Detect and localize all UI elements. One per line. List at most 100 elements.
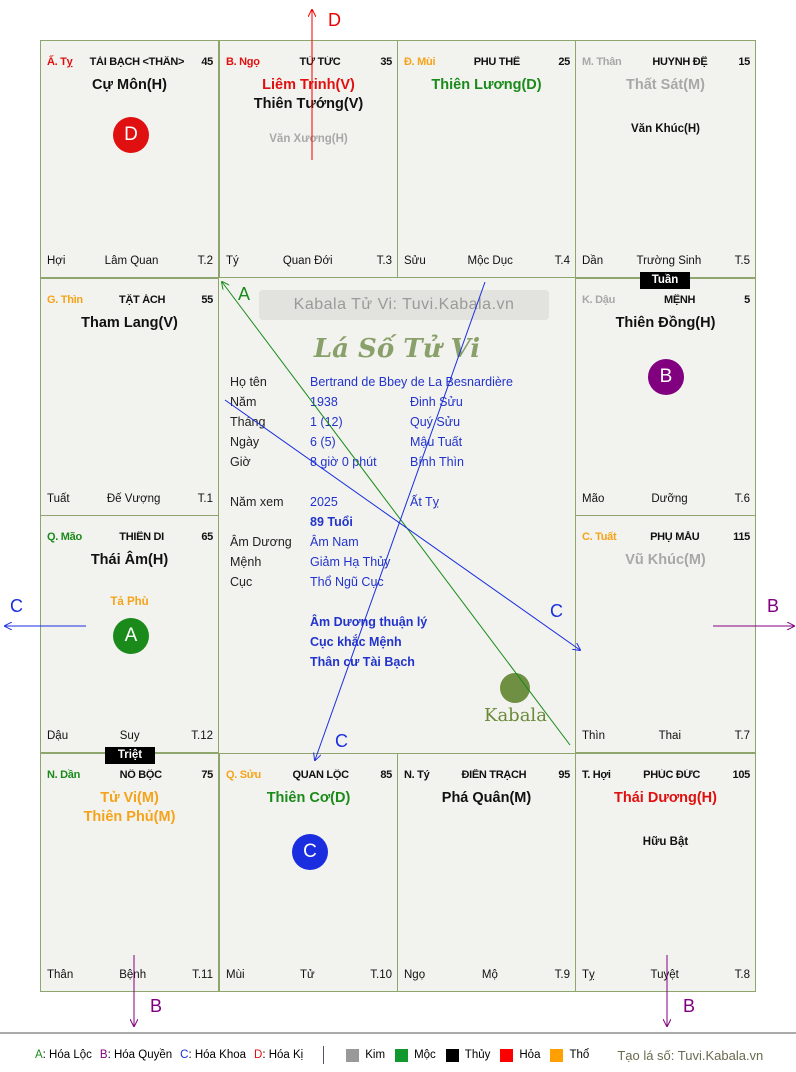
life-stage: Đế Vượng: [106, 493, 161, 505]
palace-name: TÀI BẠCH <THÂN>: [89, 56, 185, 68]
element-label: Thủy: [464, 1049, 491, 1061]
element-swatch: [550, 1048, 564, 1062]
info-label: Âm Dương: [230, 535, 292, 549]
watermark: Kabala Tử Vi: Tuvi.Kabala.vn: [259, 290, 549, 320]
life-stage: Dưỡng: [651, 493, 688, 505]
note: Thân cư Tài Bạch: [310, 655, 415, 669]
minor-star: Tả Phù: [110, 596, 149, 608]
tag-tuan: Tuần: [640, 272, 690, 289]
heavenly-stem: T. Hợi: [582, 769, 611, 781]
info-value-2: Ất Tỵ: [410, 495, 439, 509]
element-label: Thổ: [569, 1049, 590, 1061]
palace-name: PHỤ MẪU: [650, 531, 700, 543]
main-star: Thiên Phủ(M): [83, 809, 176, 825]
heavenly-stem: Đ. Mùi: [404, 56, 436, 68]
transform-badge-d: D: [113, 117, 149, 153]
main-stars: Thiên Lương(D): [398, 76, 575, 95]
legend-key: A: [35, 1049, 43, 1061]
info-value: 1938: [310, 395, 338, 409]
life-stage: Tử: [300, 969, 315, 981]
cell-index: T.12: [191, 730, 213, 742]
main-stars: Tham Lang(V): [41, 314, 218, 333]
earthly-branch: Mùi: [226, 969, 245, 981]
earthly-branch: Tuất: [47, 493, 70, 505]
major-period-age: 55: [201, 294, 213, 306]
info-label: Cục: [230, 575, 253, 589]
legend-item: C: Hóa Khoa: [180, 1049, 246, 1061]
minor-stars: Tả Phù: [41, 596, 218, 608]
heavenly-stem: Q. Mão: [47, 531, 82, 543]
palace-name: NÔ BỘC: [119, 769, 163, 781]
heavenly-stem: C. Tuất: [582, 531, 617, 543]
cell-index: T.4: [554, 255, 570, 267]
main-star: Liêm Trinh(V): [262, 77, 355, 93]
legend-item: A: Hóa Lộc: [35, 1049, 92, 1061]
main-stars: Phá Quân(M): [398, 789, 575, 808]
info-value-2: Bính Thìn: [410, 455, 464, 469]
minor-star: Văn Khúc(H): [631, 123, 700, 135]
earthly-branch: Mão: [582, 493, 605, 505]
info-label: Năm: [230, 395, 257, 409]
arrow-label-c: C: [10, 596, 23, 616]
main-star: Phá Quân(M): [441, 790, 532, 806]
heavenly-stem: N. Dần: [47, 769, 81, 781]
info-label: Năm xem: [230, 495, 284, 509]
cell-index: T.3: [376, 255, 392, 267]
transform-badge-b: B: [648, 359, 684, 395]
legend-item: D: Hóa Kị: [254, 1049, 303, 1061]
cell-footer: Tuất Đế Vượng T.1: [47, 493, 213, 507]
minor-stars: Hữu Bật: [576, 836, 755, 848]
transform-badge-a: A: [113, 618, 149, 654]
palace-name: PHU THÊ: [473, 56, 520, 68]
arrow-label-a: A: [238, 284, 251, 304]
tag-triet: Triệt: [105, 747, 155, 764]
earthly-branch: Tỵ: [582, 969, 595, 981]
kabala-logo: Kabala: [484, 673, 547, 726]
earthly-branch: Tý: [226, 255, 239, 267]
life-stage: Mộ: [481, 969, 498, 981]
tree-icon: [500, 673, 531, 703]
cell-index: T.9: [554, 969, 570, 981]
legend-key: C: [180, 1049, 189, 1061]
minor-star: Hữu Bật: [642, 836, 689, 848]
info-value: Bertrand de Bbey de La Besnardière: [310, 375, 513, 389]
life-stage: Thai: [658, 730, 682, 742]
main-stars: Liêm Trinh(V)Thiên Tướng(V): [220, 76, 397, 114]
info-value-2: Quý Sửu: [410, 415, 461, 429]
info-value: Thổ Ngũ Cục: [310, 575, 384, 589]
palace-name: TẬT ÁCH: [118, 294, 166, 306]
transform-badge-c: C: [292, 834, 328, 870]
life-stage: Trường Sinh: [636, 255, 702, 267]
info-value-2: Đinh Sửu: [410, 395, 463, 409]
heavenly-stem: M. Thân: [582, 56, 622, 68]
main-stars: Thiên Đồng(H): [576, 314, 755, 333]
major-period-age: 105: [732, 769, 751, 781]
main-star: Thất Sát(M): [626, 77, 705, 93]
element-swatch: [500, 1048, 514, 1062]
main-star: Thiên Đồng(H): [615, 315, 716, 331]
main-stars: Thái Dương(H): [576, 789, 755, 808]
element-label: Hỏa: [519, 1049, 541, 1061]
cell-index: T.1: [197, 493, 213, 505]
